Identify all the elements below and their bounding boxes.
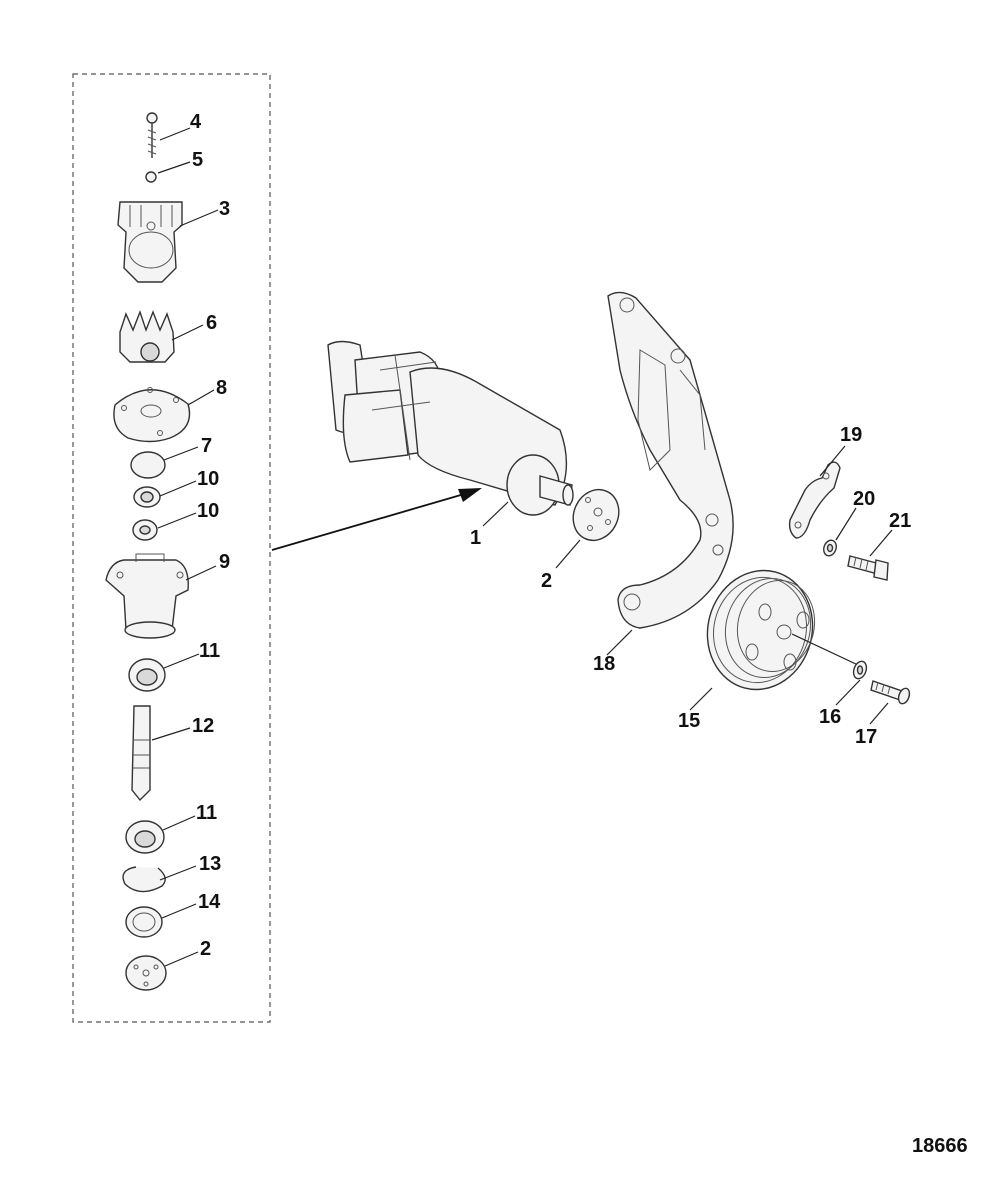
callout-11-upper: 11 [199, 640, 220, 662]
callout-7: 7 [201, 435, 212, 457]
part-9-pump-body [105, 553, 189, 639]
leader-lines [151, 127, 893, 967]
part-20-washer [823, 539, 837, 557]
part-11-bearing-lower [125, 820, 165, 854]
part-1-seawater-pump [327, 340, 574, 516]
callout-17: 17 [855, 726, 877, 748]
callout-5: 5 [192, 149, 203, 171]
callout-13: 13 [199, 853, 221, 875]
callout-18: 18 [593, 653, 615, 675]
callout-11-lower: 11 [196, 802, 217, 824]
part-7-o-ring [130, 451, 166, 479]
figure-number: 18666 [912, 1135, 968, 1157]
part-5-washer [145, 171, 157, 183]
part-12-shaft [131, 705, 151, 802]
callout-6: 6 [206, 312, 217, 334]
callout-3: 3 [219, 198, 230, 220]
callout-10-lower: 10 [197, 500, 219, 522]
part-10-seal-upper [133, 486, 161, 508]
part-8-wear-plate [113, 387, 191, 443]
callout-4: 4 [190, 111, 202, 133]
part-19-brace [788, 461, 841, 539]
callout-21: 21 [889, 510, 911, 532]
part-16-washer [852, 660, 868, 680]
callout-10-upper: 10 [197, 468, 219, 490]
part-18-mounting-bracket [607, 291, 734, 629]
callout-16: 16 [819, 706, 841, 728]
part-15-pulley [706, 569, 816, 691]
pulley-axis-line [791, 633, 859, 666]
callout-8: 8 [216, 377, 227, 399]
part-2-hub-exploded [125, 955, 167, 991]
part-4-screw [146, 112, 158, 158]
part-3-pump-cover [117, 201, 183, 283]
part-10-seal-lower [132, 519, 158, 541]
callout-14: 14 [198, 891, 221, 913]
part-2-hub [572, 488, 620, 542]
callout-9: 9 [219, 551, 230, 573]
part-11-bearing-upper [128, 658, 166, 692]
part-13-retaining-ring [122, 866, 166, 893]
exploded-view-frame [72, 73, 271, 1023]
part-21-bolt [847, 555, 889, 581]
callout-2-exploded: 2 [200, 938, 211, 960]
callout-12: 12 [192, 715, 214, 737]
callout-15: 15 [678, 710, 700, 732]
reference-arrow [271, 488, 482, 551]
callout-19: 19 [840, 424, 862, 446]
callout-2: 2 [541, 570, 552, 592]
callout-1: 1 [470, 527, 481, 549]
part-17-bolt [870, 680, 911, 705]
callout-20: 20 [853, 488, 875, 510]
part-14-spacer [125, 906, 163, 938]
part-6-impeller [119, 309, 175, 363]
